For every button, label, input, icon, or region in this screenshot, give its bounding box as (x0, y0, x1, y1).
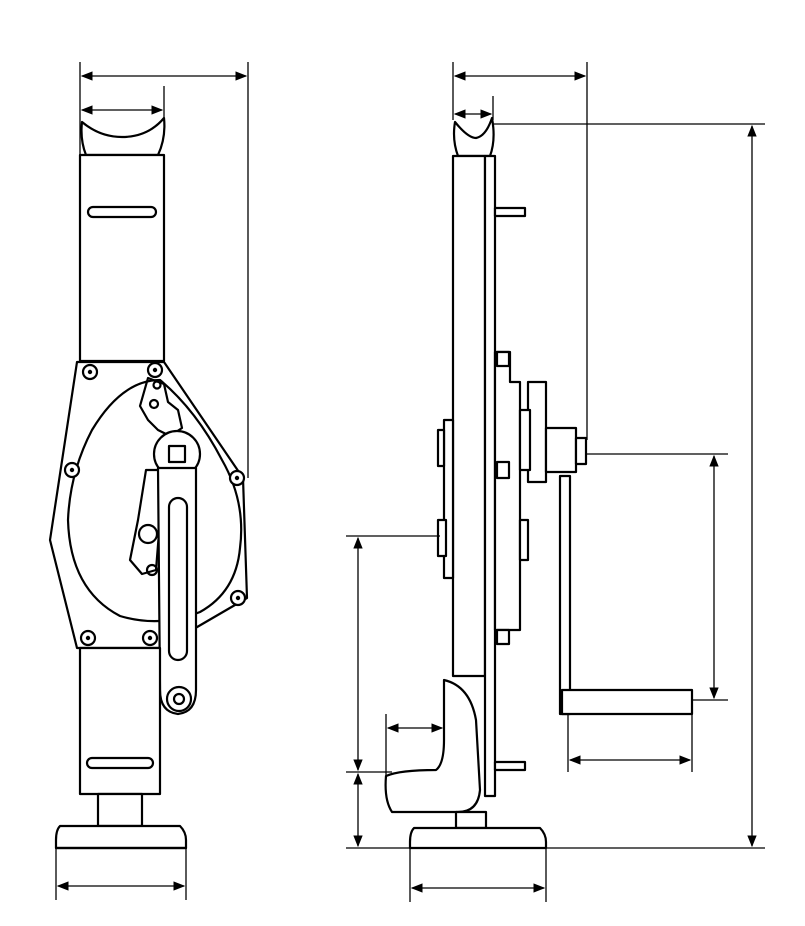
front-lower-slot (85, 756, 155, 770)
front-stem (96, 792, 144, 828)
front-rivets (63, 361, 247, 647)
side-plate (483, 154, 497, 798)
side-crank-grip (560, 688, 694, 716)
front-view (48, 116, 249, 850)
side-crank-arm (558, 474, 572, 716)
front-housing (48, 360, 249, 650)
side-gear-plate (442, 418, 455, 580)
front-foot (54, 824, 188, 850)
side-rack (451, 154, 487, 678)
side-mechanism (493, 350, 522, 632)
side-foot (408, 826, 548, 850)
front-lever-arm (156, 466, 198, 716)
front-saddle (80, 116, 166, 157)
front-upper-slot (86, 205, 158, 219)
side-saddle (452, 116, 495, 158)
side-view (384, 116, 694, 850)
dimension-lines (55, 62, 765, 902)
front-upper-rack (78, 153, 166, 363)
side-claw (384, 678, 482, 814)
front-lower-rack (78, 646, 162, 796)
